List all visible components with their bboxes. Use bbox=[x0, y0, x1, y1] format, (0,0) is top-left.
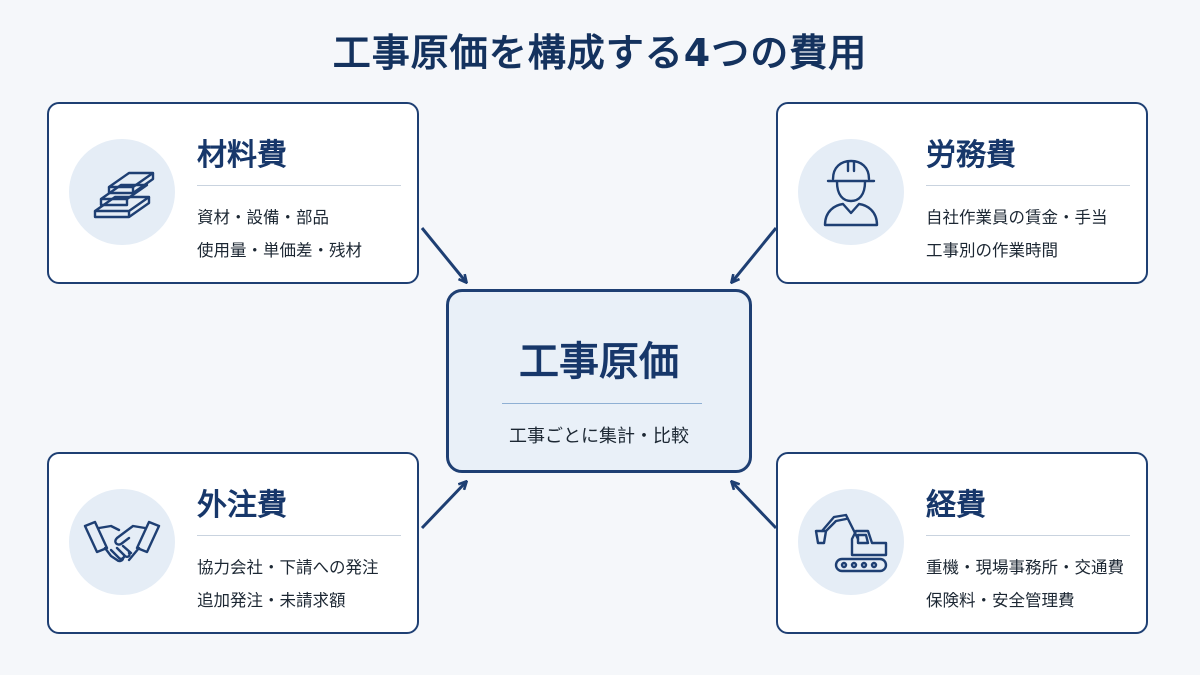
card-detail-line: 協力会社・下請への発注 bbox=[197, 558, 379, 577]
arrow-subcontract bbox=[420, 482, 466, 530]
center-title: 工事原価 bbox=[519, 339, 679, 385]
center-subtitle: 工事ごとに集計・比較 bbox=[509, 426, 689, 447]
divider bbox=[926, 185, 1130, 186]
card-subcontract: 外注費 協力会社・下請への発注 追加発注・未請求額 bbox=[47, 452, 419, 634]
card-detail-line: 工事別の作業時間 bbox=[926, 241, 1058, 260]
center-box-construction-cost: 工事原価 工事ごとに集計・比較 bbox=[446, 289, 752, 473]
card-title: 経費 bbox=[926, 488, 986, 523]
card-title: 外注費 bbox=[197, 488, 287, 523]
card-materials: 材料費 資材・設備・部品 使用量・単価差・残材 bbox=[47, 102, 419, 284]
card-detail-line: 重機・現場事務所・交通費 bbox=[926, 558, 1124, 577]
worker-helmet-icon bbox=[798, 139, 904, 245]
handshake-icon bbox=[69, 489, 175, 595]
page-title: 工事原価を構成する4つの費用 bbox=[332, 31, 868, 75]
card-detail-line: 使用量・単価差・残材 bbox=[197, 241, 362, 260]
excavator-icon bbox=[798, 489, 904, 595]
arrow-labor bbox=[732, 227, 778, 282]
card-labor: 労務費 自社作業員の賃金・手当 工事別の作業時間 bbox=[776, 102, 1148, 284]
card-expenses: 経費 重機・現場事務所・交通費 保険料・安全管理費 bbox=[776, 452, 1148, 634]
card-detail-line: 追加発注・未請求額 bbox=[197, 591, 346, 610]
arrow-materials bbox=[420, 227, 466, 282]
card-title: 材料費 bbox=[197, 138, 287, 173]
card-detail-line: 保険料・安全管理費 bbox=[926, 591, 1075, 610]
card-detail-line: 自社作業員の賃金・手当 bbox=[926, 208, 1108, 227]
divider bbox=[197, 185, 401, 186]
divider bbox=[197, 535, 401, 536]
card-detail-line: 資材・設備・部品 bbox=[197, 208, 329, 227]
card-title: 労務費 bbox=[926, 138, 1016, 173]
divider bbox=[926, 535, 1130, 536]
steel-beam-icon bbox=[69, 139, 175, 245]
arrow-expenses bbox=[732, 482, 778, 530]
divider bbox=[502, 403, 702, 404]
